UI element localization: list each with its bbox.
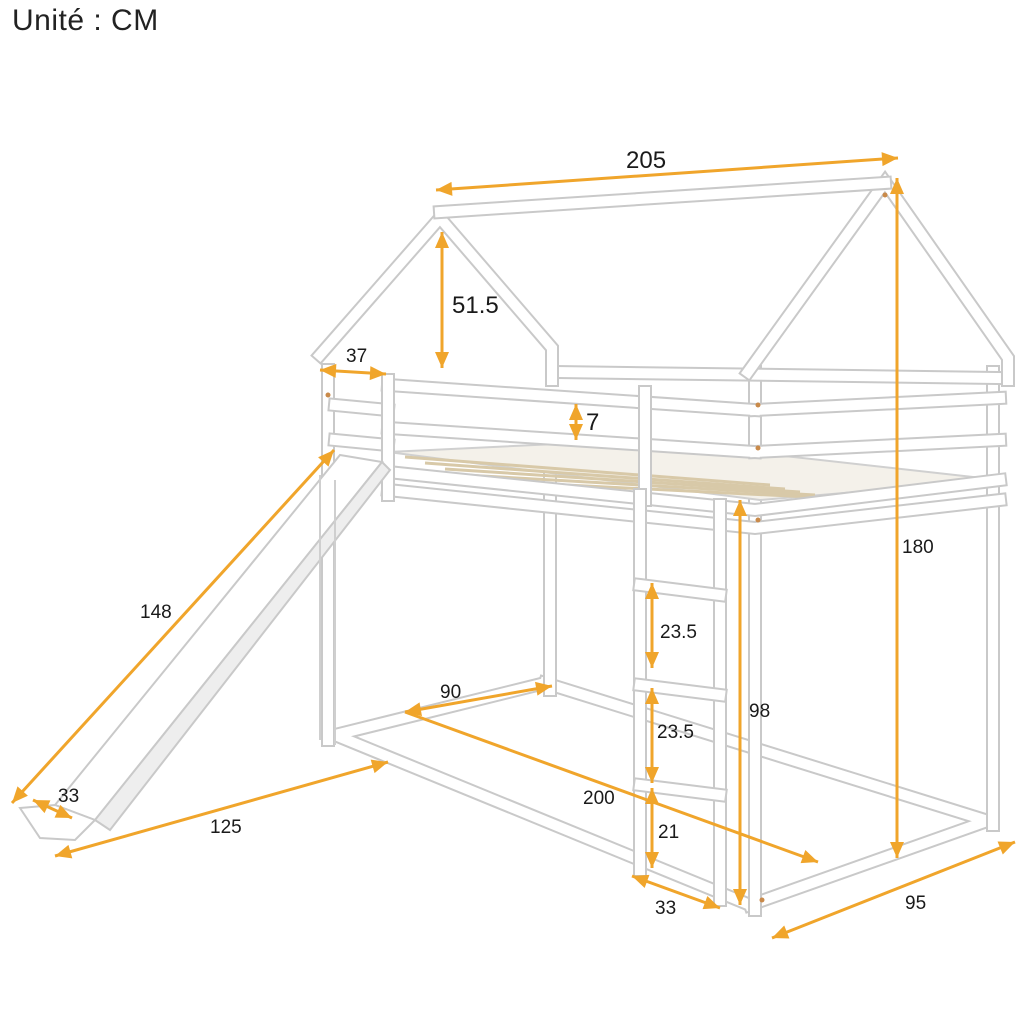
dimension-arrowhead xyxy=(569,404,583,420)
bed-frame xyxy=(310,169,1015,917)
label-ladder-width: 33 xyxy=(655,898,676,919)
dimension-line xyxy=(435,156,899,192)
dimension-arrowhead xyxy=(435,181,453,197)
dimension-arrowhead xyxy=(435,352,449,368)
dimension-arrowhead xyxy=(881,151,899,167)
label-under-height: 98 xyxy=(749,701,770,722)
dimension-arrowhead xyxy=(645,652,659,668)
label-length: 200 xyxy=(583,788,615,809)
dimension-arrowhead xyxy=(769,925,790,945)
dimension-line xyxy=(10,448,336,805)
dimension-lines xyxy=(6,151,1018,945)
label-slide-projection: 125 xyxy=(210,817,242,838)
label-bottom-width: 90 xyxy=(440,682,461,703)
label-roof-length: 205 xyxy=(626,147,666,174)
dimension-line xyxy=(404,710,819,864)
label-end-width: 37 xyxy=(346,346,367,367)
dimension-arrowhead xyxy=(997,835,1018,855)
dimension-arrowhead xyxy=(53,844,73,863)
label-ladder-step-2: 23.5 xyxy=(657,722,694,743)
unit-label: Unité : CM xyxy=(12,4,159,37)
label-total-height: 180 xyxy=(902,537,934,558)
slide xyxy=(18,453,392,842)
label-ladder-step-1: 23.5 xyxy=(660,622,697,643)
label-slide-length: 148 xyxy=(140,602,172,623)
dimension-line xyxy=(404,684,553,714)
label-slide-width: 33 xyxy=(58,786,79,807)
label-guard-rail: 7 xyxy=(586,409,599,436)
label-ladder-bottom: 21 xyxy=(658,822,679,843)
dimension-line xyxy=(54,760,389,858)
dimension-arrowhead xyxy=(800,849,821,869)
label-depth: 95 xyxy=(905,893,926,914)
label-roof-height: 51.5 xyxy=(452,292,499,319)
dimension-line xyxy=(771,840,1016,940)
